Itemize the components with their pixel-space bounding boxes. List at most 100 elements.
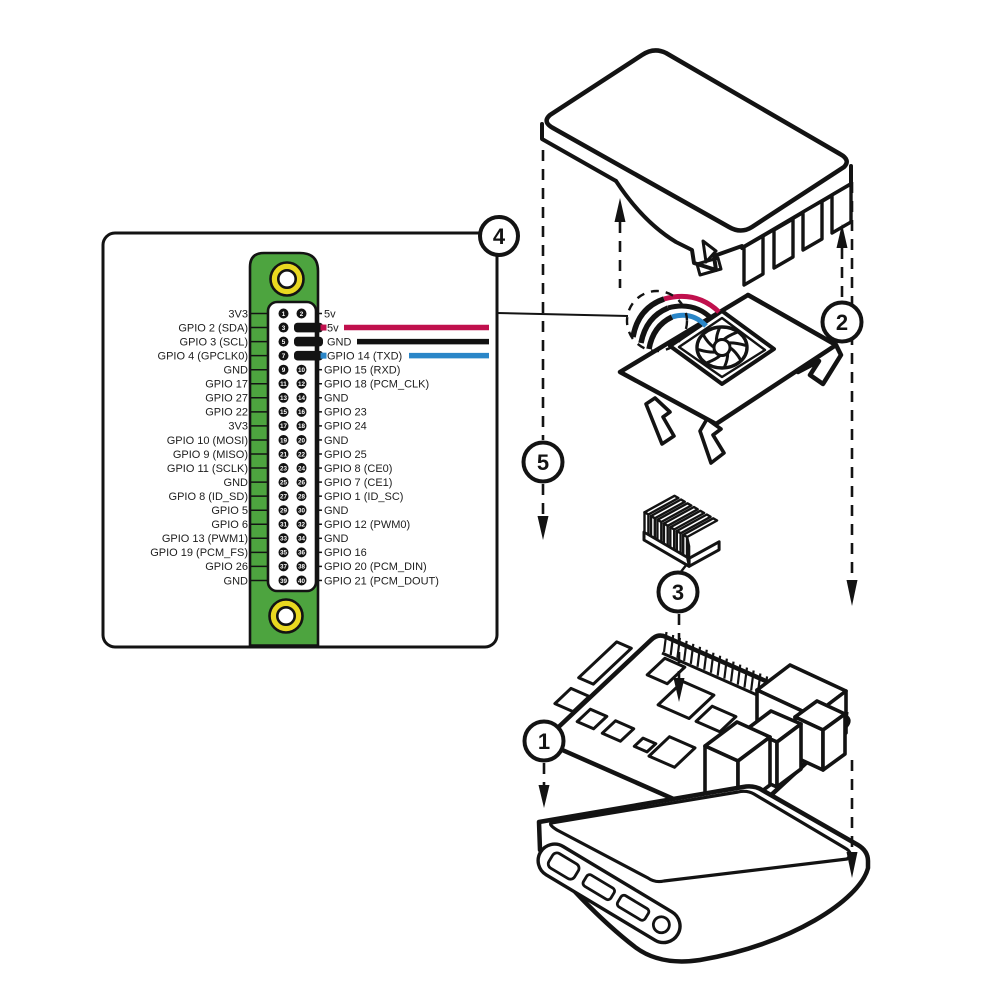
svg-text:38: 38 — [298, 564, 306, 571]
pin-19 — [278, 434, 289, 445]
power-port-cutout — [546, 851, 581, 881]
case-base — [536, 784, 871, 964]
pin-label-left-1: 3V3 — [228, 308, 248, 320]
callouts: 4 2 5 3 1 — [478, 215, 864, 763]
svg-text:1: 1 — [538, 729, 550, 754]
pin-label-left-35: GPIO 19 (PCM_FS) — [150, 547, 248, 559]
svg-text:7: 7 — [282, 353, 286, 360]
board-chip — [577, 640, 633, 686]
svg-text:39: 39 — [280, 578, 288, 585]
pin-label-right-14: GND — [324, 393, 349, 405]
pin-36 — [296, 547, 307, 558]
pin-label-left-27: GPIO 8 (ID_SD) — [169, 491, 248, 503]
jumper-connector-pin-8 — [294, 350, 323, 361]
lid-left-thickness — [540, 122, 618, 183]
svg-text:25: 25 — [280, 479, 288, 486]
pin-label-right-38: GPIO 20 (PCM_DIN) — [324, 561, 427, 573]
pin-17 — [278, 420, 289, 431]
pin-label-right-12: GPIO 18 (PCM_CLK) — [324, 379, 429, 391]
callout-1: 1 — [522, 719, 566, 763]
svg-text:37: 37 — [280, 564, 288, 571]
board-chip — [656, 680, 716, 720]
callout-4: 4 — [478, 215, 520, 257]
fan-bracket — [496, 289, 844, 465]
pin-label-right-36: GPIO 16 — [324, 547, 367, 559]
pin-27 — [278, 491, 289, 502]
board-chip — [694, 704, 738, 734]
pin-label-right-30: GND — [324, 505, 349, 517]
lid-vent-fins — [742, 182, 853, 287]
pin-31 — [278, 519, 289, 530]
pin-label-right-16: GPIO 23 — [324, 407, 367, 419]
pin-13 — [278, 392, 289, 403]
bracket-leg-right — [698, 417, 726, 465]
pin-39 — [278, 575, 289, 586]
lid-triangle-mark — [701, 239, 718, 264]
board-chip — [553, 686, 591, 714]
pin-32 — [296, 519, 307, 530]
board-chip — [647, 735, 697, 769]
mounting-hole-top — [269, 261, 305, 297]
pin-label-left-25: GND — [224, 477, 249, 489]
pin-label-right-32: GPIO 12 (PWM0) — [324, 519, 410, 531]
audio-jack-cutout — [651, 915, 671, 935]
board-chip — [600, 719, 636, 743]
pin-label-left-11: GPIO 17 — [205, 379, 248, 391]
case-port-strip — [536, 842, 682, 945]
lid-top-face — [544, 48, 849, 233]
svg-text:16: 16 — [298, 409, 306, 416]
jumper-connector-pin-4 — [294, 322, 323, 333]
pin-label-left-19: GPIO 10 (MOSI) — [167, 435, 248, 447]
jumper-connector-pin-6 — [294, 336, 323, 347]
pin-21 — [278, 449, 289, 459]
pin-label-left-17: 3V3 — [228, 421, 248, 433]
pin-label-right-20: GND — [324, 435, 349, 447]
svg-text:35: 35 — [280, 550, 288, 557]
svg-text:32: 32 — [298, 522, 306, 529]
pin-18 — [296, 420, 307, 431]
pin-field — [266, 300, 318, 593]
svg-text:12: 12 — [298, 381, 306, 388]
pin-24 — [296, 463, 307, 474]
pin-3 — [278, 322, 289, 333]
board-chip — [575, 707, 609, 731]
case-base-rim — [549, 789, 852, 884]
svg-text:36: 36 — [298, 550, 306, 557]
fan-hub — [712, 338, 732, 357]
pin-15 — [278, 406, 289, 417]
svg-text:2: 2 — [300, 311, 304, 318]
pin-35 — [278, 547, 289, 558]
callout-2: 2 — [820, 300, 864, 344]
pin-28 — [296, 491, 307, 502]
fan-wire-black — [667, 303, 714, 321]
svg-text:30: 30 — [298, 508, 306, 515]
pin-37 — [278, 561, 289, 572]
arrow-down-heatsink — [673, 678, 685, 702]
pin-label-right-26: GPIO 7 (CE1) — [324, 477, 392, 489]
pin-40 — [296, 575, 307, 586]
svg-text:19: 19 — [280, 437, 288, 444]
svg-text:21: 21 — [280, 451, 288, 458]
pin-16 — [296, 406, 307, 417]
pin-20 — [296, 434, 307, 445]
hdmi-port-cutout-2 — [615, 893, 651, 922]
svg-text:34: 34 — [298, 536, 306, 543]
board-chip — [632, 736, 658, 754]
pin-label-left-39: GND — [224, 575, 249, 587]
svg-text:2: 2 — [836, 310, 848, 335]
pin-label-left-33: GPIO 13 (PWM1) — [162, 533, 248, 545]
svg-text:33: 33 — [280, 536, 288, 543]
fan-frame-inner — [677, 316, 767, 379]
svg-text:20: 20 — [298, 437, 306, 444]
mounting-hole-bottom — [268, 598, 304, 634]
arrow-down-right-upper — [846, 580, 858, 606]
pin-label-right-18: GPIO 24 — [324, 421, 367, 433]
pin-22 — [296, 449, 307, 459]
callout-5: 5 — [521, 440, 565, 484]
pin-label-right-2: 5v — [324, 308, 336, 320]
pin-25 — [278, 477, 289, 488]
bracket-leg-left — [644, 396, 676, 446]
svg-text:4: 4 — [493, 224, 506, 249]
